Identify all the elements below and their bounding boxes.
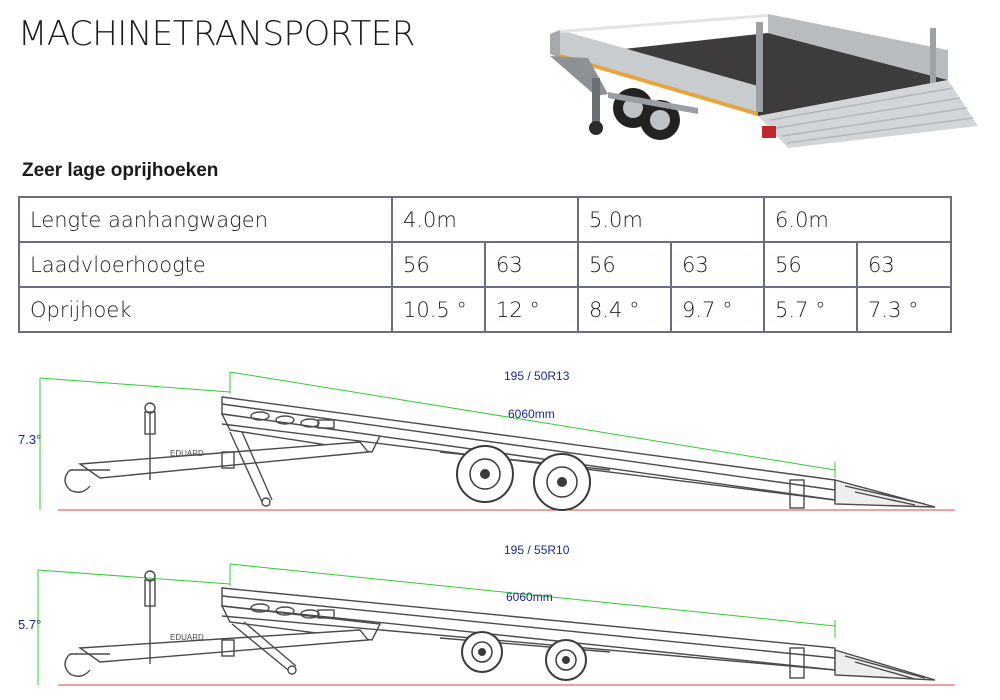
table-cell: 5.7 °: [763, 286, 859, 333]
wheel: [456, 445, 514, 503]
angle-label: 5.7°: [18, 617, 41, 632]
table-cell: 4.0m: [390, 196, 580, 243]
table-cell: 5.0m: [577, 196, 766, 243]
wheel: [533, 453, 591, 511]
table-cell: 10.5 °: [391, 286, 486, 333]
table-cell: 56: [577, 241, 673, 288]
tire-size-label: 195 / 50R13: [504, 369, 570, 383]
table-row: Lengte aanhangwagen 4.0m 5.0m 6.0m: [18, 196, 953, 243]
table-cell: 63: [483, 241, 580, 288]
tilt-diagram-top: EDUARD 195 / 50R13 6060mm 7.3°: [18, 369, 955, 511]
table-cell: 8.4 °: [577, 286, 673, 333]
row-label-ramp-angle: Oprijhoek: [18, 286, 393, 333]
table-cell: 6.0m: [763, 196, 953, 243]
length-label: 6060mm: [506, 590, 553, 604]
table-cell: 63: [670, 241, 766, 288]
table-cell: 7.3 °: [856, 286, 953, 333]
wheel: [545, 639, 587, 681]
table-row: Laadvloerhoogte 56 63 56 63 56 63: [18, 241, 953, 288]
page-title: MACHINETRANSPORTER: [18, 14, 415, 54]
table-row: Oprijhoek 10.5 ° 12 ° 8.4 ° 9.7 ° 5.7 ° …: [18, 286, 953, 333]
angle-label: 7.3°: [18, 432, 41, 447]
row-label-length: Lengte aanhangwagen: [18, 196, 393, 243]
brand-mark: EDUARD: [170, 449, 204, 458]
section-heading: Zeer lage oprijhoeken: [22, 160, 219, 181]
table-cell: 12 °: [483, 286, 580, 333]
table-cell: 63: [856, 241, 953, 288]
spec-table: Lengte aanhangwagen 4.0m 5.0m 6.0m Laadv…: [18, 196, 953, 333]
table-cell: 56: [763, 241, 859, 288]
brand-mark: EDUARD: [170, 633, 204, 642]
row-label-floor-height: Laadvloerhoogte: [18, 241, 393, 288]
wheel: [461, 631, 503, 673]
table-cell: 9.7 °: [670, 286, 766, 333]
tilt-diagram-bottom: EDUARD 195 / 55R10 6060mm 5.7°: [18, 543, 955, 686]
length-label: 6060mm: [508, 407, 555, 421]
trailer-photo: [550, 14, 978, 148]
table-cell: 56: [391, 241, 486, 288]
tire-size-label: 195 / 55R10: [504, 543, 570, 557]
